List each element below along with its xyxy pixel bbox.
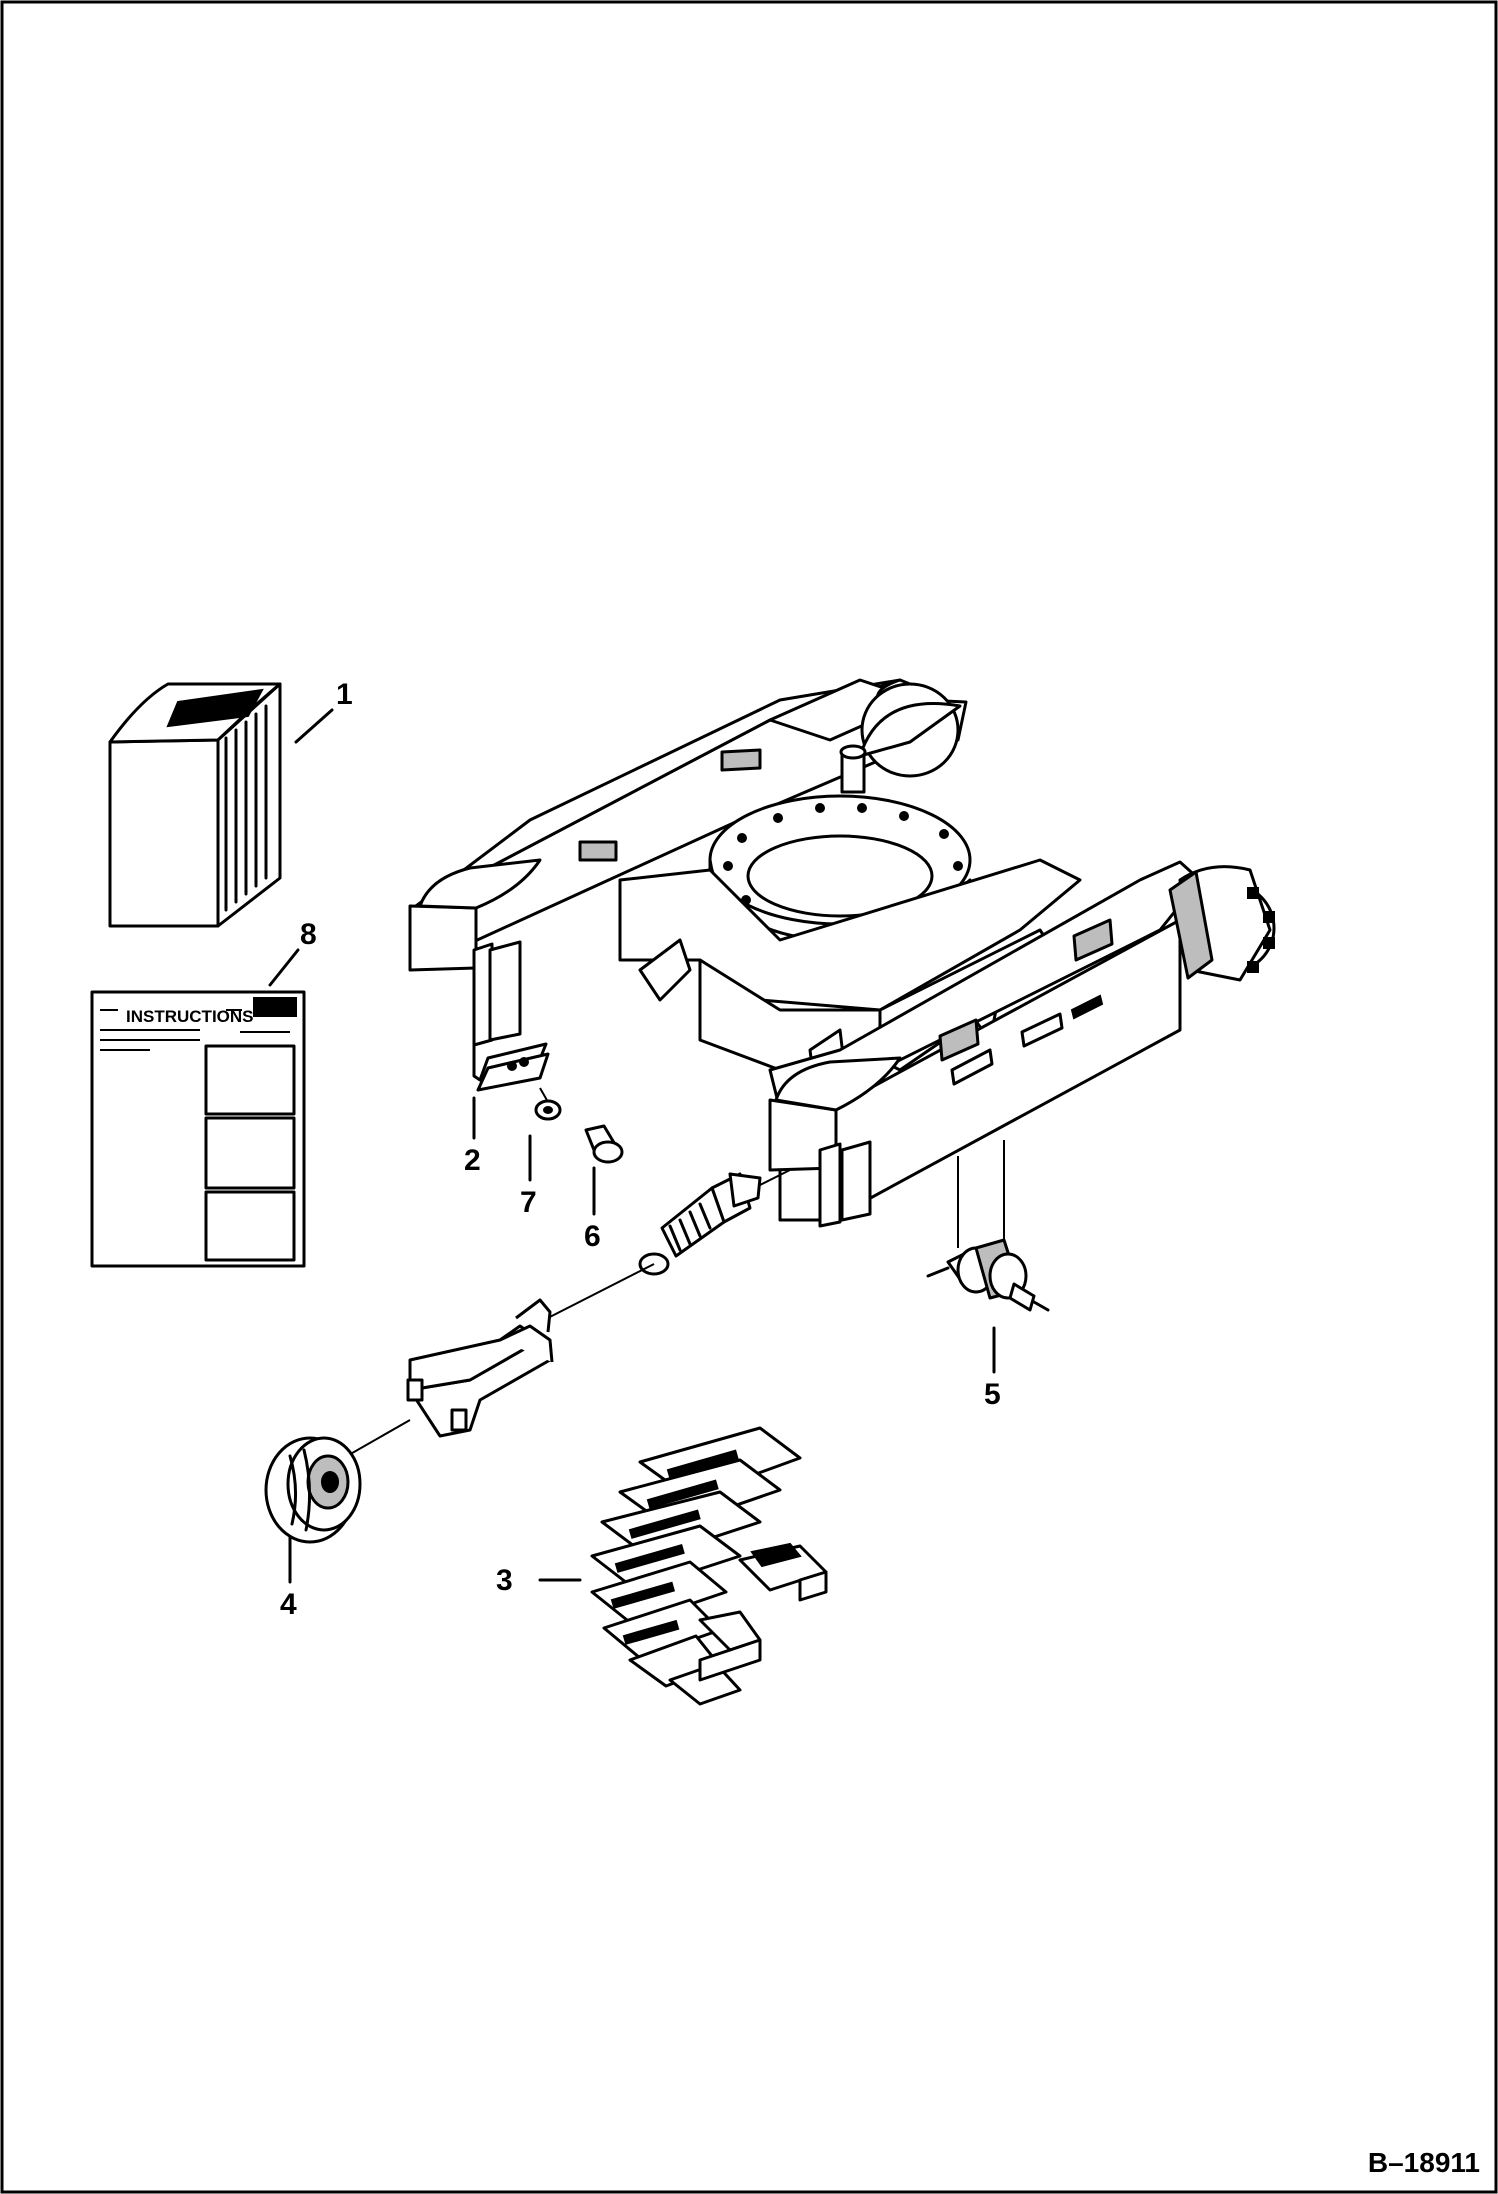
undercarriage-frame [408, 678, 1276, 1228]
spring-coils [668, 1202, 712, 1252]
track-section-part-3 [590, 1426, 828, 1706]
sprocket-teeth [1247, 887, 1275, 973]
instruction-sheet-part-8: INSTRUCTIONS [90, 990, 306, 1268]
callout-2: 2 [464, 1144, 481, 1177]
plate-part-2 [472, 1040, 550, 1092]
leader-1 [294, 708, 334, 744]
ring-bolts [723, 803, 963, 905]
figure-id: B–18911 [1368, 2147, 1480, 2178]
leader-8 [268, 948, 300, 987]
instruction-sheet-heading: INSTRUCTIONS [126, 1007, 254, 1026]
track-grousers [610, 1449, 739, 1645]
box-part-1 [108, 682, 282, 928]
callout-4: 4 [280, 1588, 297, 1621]
callout-7: 7 [520, 1186, 537, 1219]
idler-wheel-part-4 [264, 1436, 362, 1544]
track-roller-part-5 [926, 1140, 1050, 1312]
callout-5: 5 [984, 1378, 1001, 1411]
washer-part-7 [534, 1087, 562, 1121]
callout-1: 1 [336, 678, 353, 711]
front-rail-slots [950, 994, 1104, 1086]
callout-8: 8 [300, 918, 317, 951]
track-adjuster-assembly [539, 1169, 791, 1323]
callout-3: 3 [496, 1564, 513, 1597]
bolt-part-6 [584, 1124, 624, 1164]
callout-6: 6 [584, 1220, 601, 1253]
idler-yoke [339, 1298, 554, 1461]
box-side-stripes [224, 704, 268, 912]
